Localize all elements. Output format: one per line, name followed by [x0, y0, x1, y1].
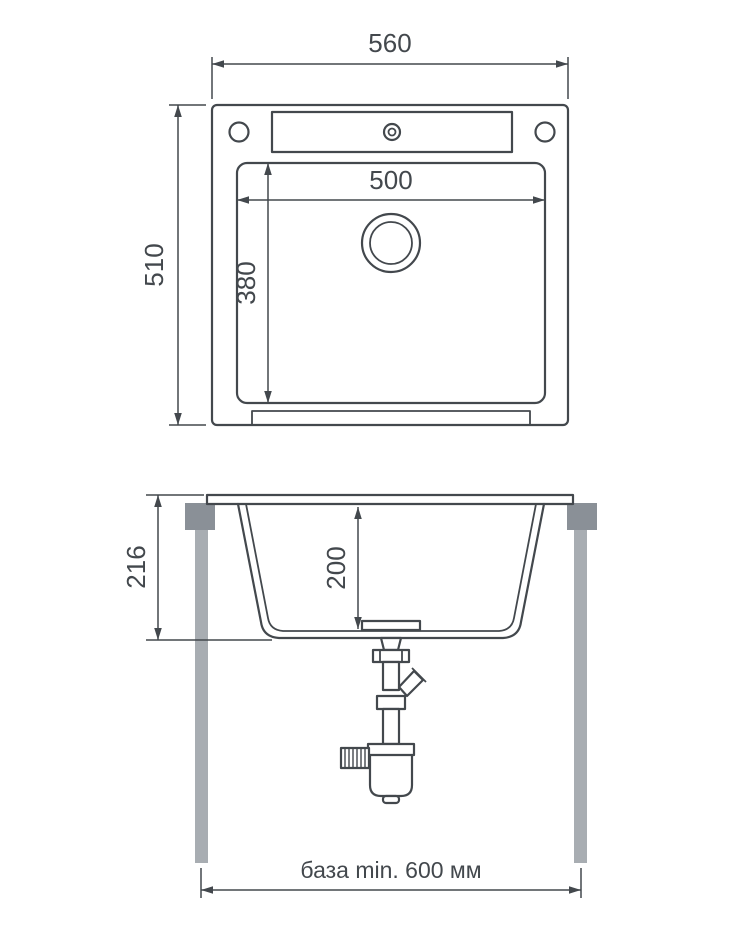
- faucet-hole-left: [228, 121, 250, 143]
- dim-label-overall-depth: 510: [139, 243, 169, 286]
- bowl-outline-top: [235, 161, 547, 405]
- dimension-bowl-depth: 380: [231, 163, 272, 403]
- siphon-nut: [375, 694, 407, 711]
- drain-strainer: [360, 619, 422, 632]
- trap-cup: [368, 753, 414, 798]
- faucet-deck: [270, 110, 514, 154]
- leg-cap-right: [567, 503, 597, 530]
- dimension-base-min: база min. 600 мм: [200, 857, 582, 898]
- dim-label-overall-height: 216: [121, 545, 151, 588]
- dim-label-bowl-depth: 380: [231, 261, 261, 304]
- faucet-hole-right: [534, 121, 556, 143]
- dimension-overall-depth: 510: [139, 104, 206, 426]
- top-view: 560 510 500 380: [139, 28, 570, 427]
- faucet-hole-center: [382, 122, 402, 142]
- dimension-bowl-width: 500: [237, 165, 545, 204]
- front-edge-step: [251, 410, 531, 425]
- drain-ring-outer: [360, 212, 422, 274]
- trap-foot: [381, 794, 401, 805]
- drain-ring-inner: [369, 221, 413, 265]
- sink-outline-top: [210, 103, 570, 427]
- rim-profile: [205, 493, 575, 506]
- siphon-assembly: [339, 619, 427, 805]
- drain-neck: [379, 636, 403, 652]
- faucet-hole-center-inner: [387, 127, 397, 137]
- trap-coupling-nut: [339, 746, 371, 770]
- tailpipe-upper: [381, 660, 401, 692]
- front-view: 216 200 база min. 600 мм: [121, 493, 597, 898]
- dimension-bowl-inner-depth: 200: [321, 507, 362, 629]
- overflow-branch-cap: [411, 667, 427, 683]
- trap-top-nut: [366, 742, 416, 757]
- tailpipe-lower: [381, 707, 401, 746]
- dim-label-bowl-inner-depth: 200: [321, 546, 351, 589]
- leg-right: [574, 530, 587, 863]
- dimension-overall-height: 216: [121, 494, 272, 641]
- bowl-wall-inner: [245, 503, 537, 632]
- leg-left: [195, 530, 208, 863]
- dim-label-base-min: база min. 600 мм: [300, 857, 481, 883]
- dimension-overall-width: 560: [211, 28, 569, 99]
- bowl-wall-outer: [236, 502, 546, 640]
- dim-label-overall-width: 560: [368, 28, 411, 58]
- dim-label-bowl-width: 500: [369, 165, 412, 195]
- leg-cap-left: [185, 503, 215, 530]
- drain-locknut: [371, 648, 411, 664]
